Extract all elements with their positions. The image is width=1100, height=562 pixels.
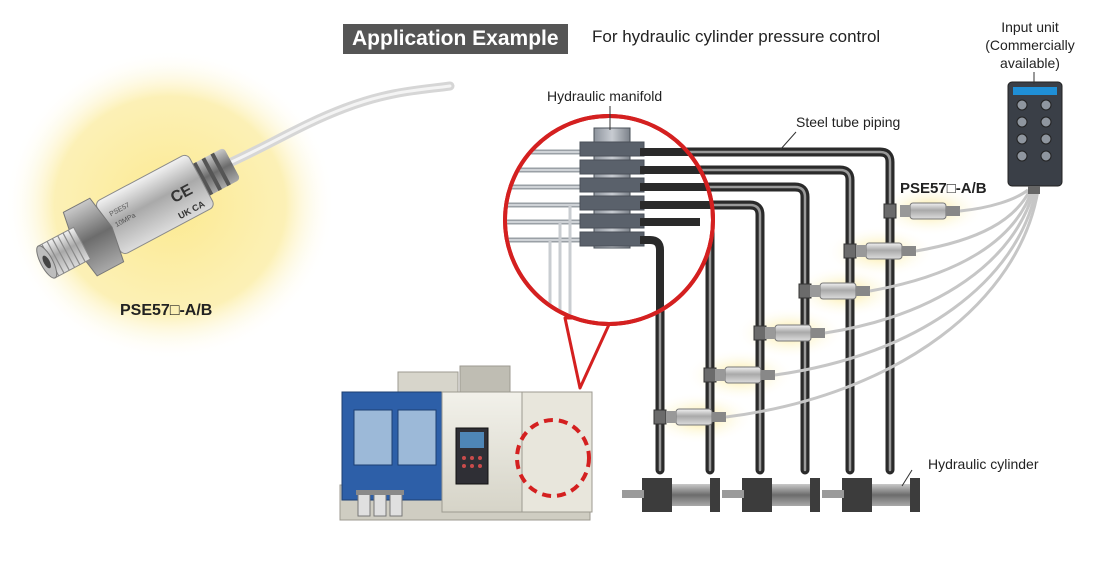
system-sensor-4 (765, 324, 825, 342)
manifold-location-marker (515, 418, 591, 498)
system-sensor-6 (666, 408, 726, 426)
callout-pointer (563, 316, 614, 390)
input-unit-label-line2: (Commercially (985, 37, 1075, 53)
system-sensor-2 (856, 242, 916, 260)
system-sensors (666, 202, 960, 426)
system-sensor-label: PSE57□-A/B (900, 180, 987, 197)
manifold-callout (503, 114, 715, 390)
sensor-cables (725, 188, 1040, 419)
cylinder-label: Hydraulic cylinder (928, 456, 1039, 472)
system-sensor-3 (810, 282, 870, 300)
hydraulic-cylinder-2 (722, 478, 820, 512)
page-subtitle: For hydraulic cylinder pressure control (592, 27, 881, 46)
sensor-product-image: CE UK CA PSE57 10MPa (36, 148, 240, 279)
input-unit-label: Input unit (Commercially available) (968, 18, 1092, 72)
pipe-tees (653, 203, 897, 425)
manifold-label: Hydraulic manifold (547, 88, 663, 104)
input-unit-label-line1: Input unit (1001, 19, 1059, 35)
input-unit-label-line3: available) (1000, 55, 1060, 71)
hydraulic-cylinder-3 (822, 478, 920, 512)
input-unit (1007, 81, 1063, 194)
leader-lines (609, 72, 1035, 487)
manifold-blocks (579, 127, 645, 249)
system-sensor-5 (715, 366, 775, 384)
piping-label: Steel tube piping (796, 114, 901, 130)
system-sensor-1 (900, 202, 960, 220)
sensor-product-label: PSE57□-A/B (120, 302, 213, 319)
machine-tool (339, 365, 593, 521)
filter-units (356, 490, 404, 517)
page-title: Application Example (343, 24, 568, 54)
hydraulic-cylinder-1 (622, 478, 720, 512)
hydraulic-cylinders (622, 478, 920, 512)
